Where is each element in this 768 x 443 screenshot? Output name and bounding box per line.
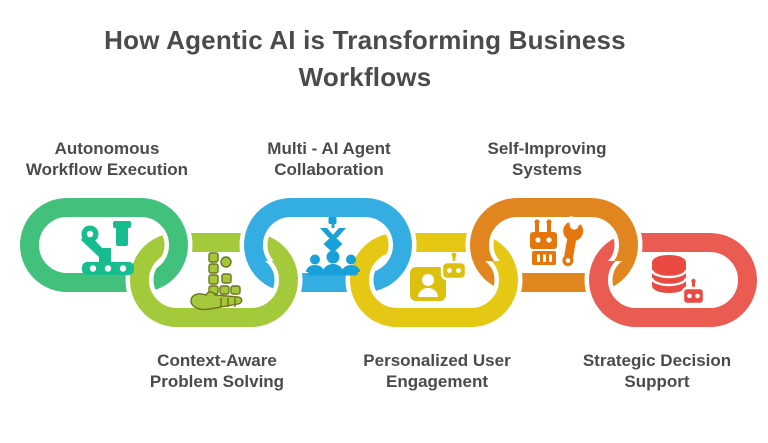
robot-wrench-icon (530, 216, 584, 267)
label-line: Strategic Decision (582, 351, 732, 370)
label-line: Autonomous (54, 139, 160, 158)
chain-link-user-card-bot (345, 228, 523, 332)
database-bot-icon (650, 255, 706, 306)
label-line: Problem Solving (149, 372, 285, 391)
label-line: Support (624, 372, 690, 391)
label-line: Collaboration (274, 160, 384, 179)
link-label-strategic-decision-support: Strategic Decision Support (547, 350, 767, 392)
team-hierarchy-icon (306, 217, 360, 276)
chain-link-database-bot (584, 228, 762, 332)
page-title-line1: How Agentic AI is Transforming Business (104, 25, 626, 55)
link-label-autonomous-workflow-execution: Autonomous Workflow Execution (0, 138, 217, 180)
page-title-line2: Workflows (298, 62, 432, 92)
chain-link-team-hierarchy (239, 193, 417, 261)
chain-link-robot-wrench (465, 193, 643, 261)
label-line: Multi - AI Agent (267, 139, 391, 158)
label-line: Engagement (385, 372, 489, 391)
link-label-self-improving-systems: Self-Improving Systems (437, 138, 657, 180)
label-line: Self-Improving (487, 139, 607, 158)
chain-link-robot-arm (15, 193, 193, 261)
link-label-context-aware-problem-solving: Context-Aware Problem Solving (107, 350, 327, 392)
label-line: Personalized User (363, 351, 511, 370)
label-line: Context-Aware (157, 351, 277, 370)
page-title: How Agentic AI is Transforming Business … (0, 22, 730, 96)
robot-arm-icon (81, 221, 134, 275)
chain-link-hand-blocks (125, 228, 303, 332)
link-label-multi-ai-agent-collaboration: Multi - AI Agent Collaboration (219, 138, 439, 180)
user-card-bot-icon (410, 252, 468, 301)
link-label-personalized-user-engagement: Personalized User Engagement (327, 350, 547, 392)
label-line: Workflow Execution (25, 160, 189, 179)
hand-blocks-icon (190, 252, 243, 311)
label-line: Systems (512, 160, 582, 179)
